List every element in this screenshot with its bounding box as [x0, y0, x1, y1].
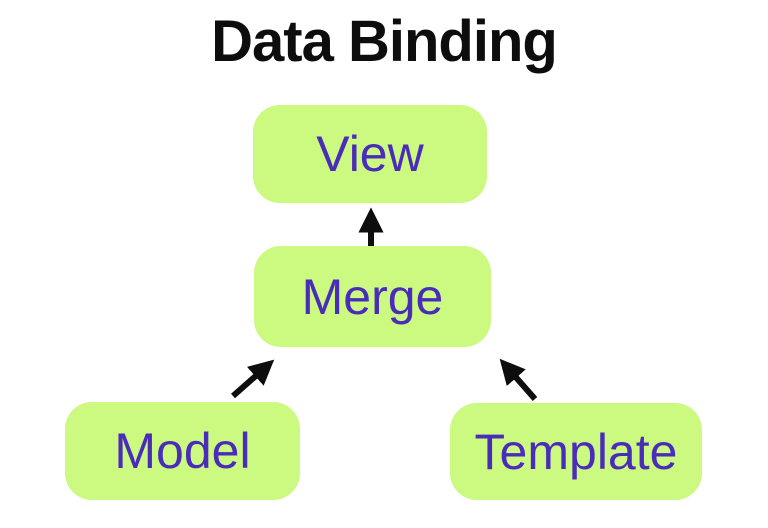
node-template: Template	[450, 403, 702, 500]
diagram-title: Data Binding	[211, 9, 558, 74]
arrow-template-to-merge	[499, 358, 538, 401]
node-merge: Merge	[254, 246, 491, 347]
node-model: Model	[65, 402, 300, 500]
arrow-model-to-merge	[231, 359, 275, 399]
node-view: View	[253, 105, 487, 203]
